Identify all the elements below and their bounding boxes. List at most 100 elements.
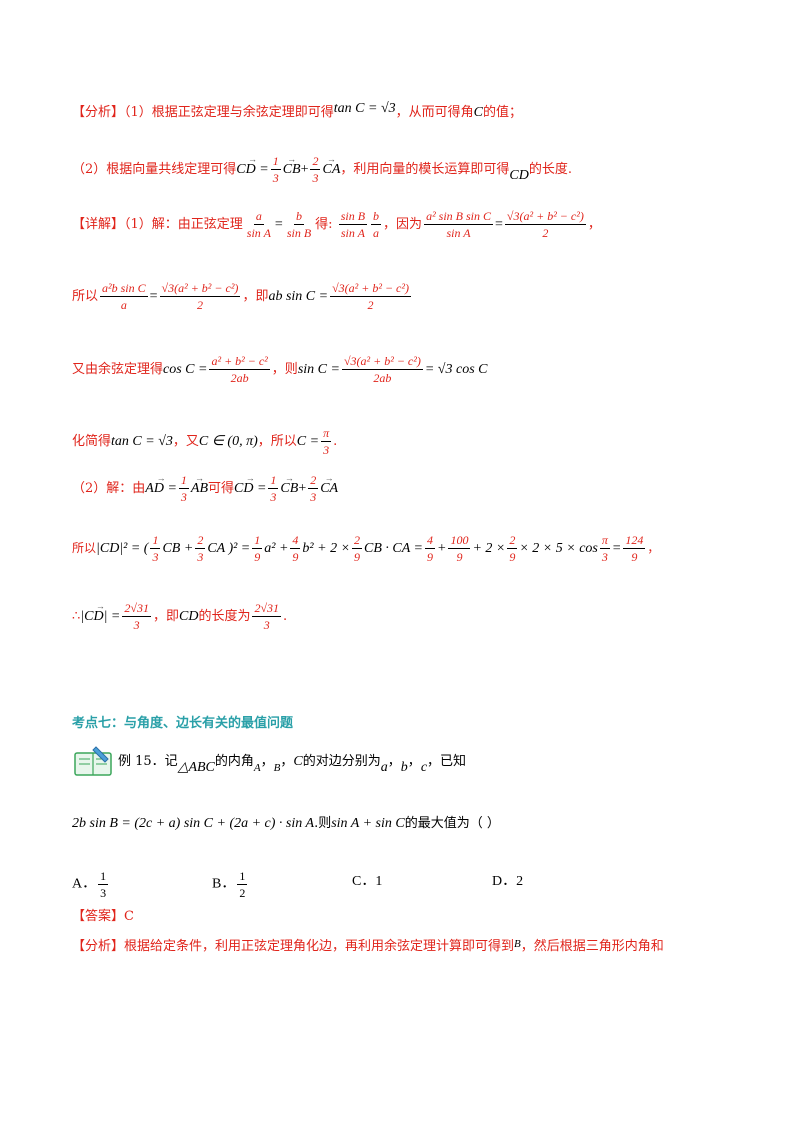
example-t5: 的最大值为（ ） (404, 816, 500, 831)
detail-l6-end: ， (647, 541, 660, 555)
example-line-1: 例 15．记△ABC的内角A，B，C的对边分别为a，b，c，已知 (118, 754, 467, 775)
detail-l4-f1: tan C = √3 (111, 434, 173, 449)
example-angle-b: B (273, 762, 281, 774)
choice-d-text: 2 (516, 874, 524, 889)
detail-l1-comma: ， (587, 217, 601, 232)
detail-l1-text: （1）解：由正弦定理 (124, 217, 243, 232)
example-t4: .则 (314, 816, 332, 831)
example-t1: 的内角 (214, 754, 254, 769)
detail-l5-text: （2）解：由 (72, 481, 146, 496)
example-angle-c: C (293, 754, 303, 769)
analysis-cd-vector: CD = (236, 160, 268, 180)
detail-l5-kede: 可得 (208, 481, 235, 496)
detail-l6-va: CB + (162, 541, 194, 556)
detail-l6-tf: + (437, 541, 447, 556)
choice-b-label: B． (212, 876, 236, 892)
analysis2-var: B (514, 938, 521, 950)
analysis-part1-end: 的值； (483, 105, 523, 120)
analysis-line-2: （2）根据向量共线定理可得CD =13CB+23CA，利用向量的模长运算即可得C… (72, 153, 572, 186)
detail-l4-end: . (333, 434, 338, 449)
analysis-tag: 【分析】 (72, 105, 125, 120)
choice-c-label: C． (352, 874, 376, 889)
detail-l5-lhs2: CD = (234, 479, 266, 499)
detail-l2-so: 所以 (72, 289, 99, 304)
analysis-part1-tail: ，从而可得角 (395, 105, 474, 120)
detail-tag: 【详解】 (72, 217, 125, 232)
detail-l3-text: 又由余弦定理得 (72, 362, 164, 377)
choice-a-label: A． (72, 876, 97, 892)
analysis-part2-mid: ，利用向量的模长运算即可得 (340, 162, 510, 177)
detail-l6-te: CB · CA = (364, 541, 423, 556)
example-angle-a: A (253, 762, 261, 774)
analysis-part1-var: C (473, 105, 484, 120)
detail-l3-frac-2: √3(a² + b² − c²)2ab (341, 354, 423, 385)
detail-l4-you: ，又 (172, 434, 199, 449)
analysis-plus: + (300, 162, 309, 177)
example-t2: 的对边分别为 (302, 754, 381, 769)
book-pencil-icon (74, 746, 112, 776)
detail-l2-ji: ，即 (242, 289, 269, 304)
example-side-c: c (420, 760, 428, 775)
detail-l4-f2: C ∈ (0, π) (198, 434, 258, 449)
detail-l7-therefore: ∴ (72, 609, 81, 624)
example-side-b: b (400, 760, 408, 775)
choice-d-label: D． (492, 874, 517, 889)
detail-l7-lhs: |CD| = (80, 607, 120, 627)
detail-l2-lhs: ab sin C = (268, 289, 329, 304)
detail-l2-frac-3: √3(a² + b² − c²)2 (330, 281, 411, 312)
analysis-part1-text: （1）根据正弦定理与余弦定理即可得 (124, 105, 334, 120)
analysis2-line: 【分析】根据给定条件，利用正弦定理角化边，再利用余弦定理计算即可得到B，然后根据… (72, 937, 664, 957)
detail-l6-expr-a: |CD|² = ( (96, 541, 149, 556)
analysis2-text: 根据给定条件，利用正弦定理角化边，再利用余弦定理计算即可得到 (124, 939, 515, 954)
detail-l4-lhs: C = (296, 434, 320, 449)
detail-l7-text: 的长度为 (198, 609, 251, 624)
detail-l3-lhs2: sin C = (297, 362, 340, 377)
choice-c[interactable]: C．1 (352, 870, 382, 890)
analysis-line-1: 【分析】（1）根据正弦定理与余弦定理即可得tan C = √3，从而可得角C的值… (72, 101, 523, 123)
detail-l7-end: . (283, 609, 288, 624)
detail-l3-rhs: = √3 cos C (424, 362, 488, 377)
detail-l3-lhs: cos C = (163, 362, 208, 377)
detail-l7-ji: ，即 (152, 609, 179, 624)
choice-d[interactable]: D．2 (492, 870, 523, 890)
choice-c-text: 1 (375, 874, 383, 889)
detail-l1-because: ，因为 (383, 217, 423, 232)
answer-tag: 【答案】 (72, 909, 125, 924)
analysis-part2-text: （2）根据向量共线定理可得 (72, 162, 237, 177)
analysis-ca-vector: CA (322, 160, 340, 180)
analysis2-tail: ，然后根据三角形内角和 (520, 939, 664, 954)
detail-l6-tg: + 2 × (472, 541, 506, 556)
detail-l7-cd: CD (178, 609, 199, 624)
answer-line: 【答案】C (72, 907, 134, 927)
detail-l3-ze: ，则 (271, 362, 298, 377)
analysis-cb-vector: CB (283, 160, 301, 180)
example-line-2: 2b sin B = (2c + a) sin C + (2a + c) · s… (72, 814, 500, 834)
detail-l2-frac-2: √3(a² + b² − c²)2 (159, 281, 241, 312)
